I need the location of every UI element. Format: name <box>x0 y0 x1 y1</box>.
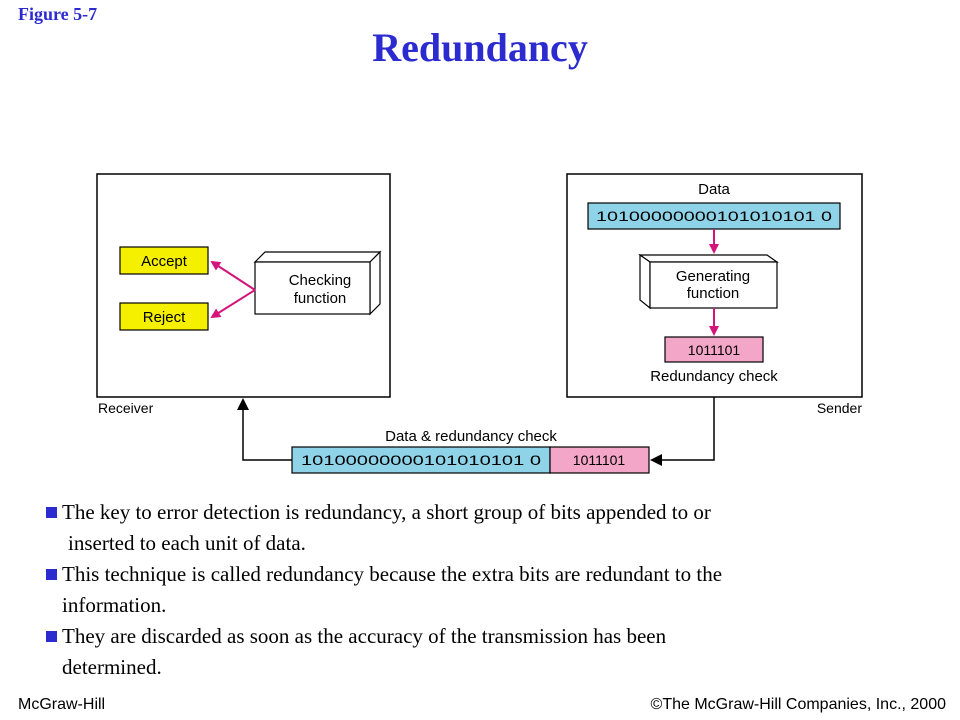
sender-label: Sender <box>817 400 862 416</box>
redundancy-diagram: Receiver Accept Reject Checking function… <box>96 173 863 474</box>
bullet-text: They are discarded as soon as the accura… <box>62 624 667 648</box>
bullet-text: The key to error detection is redundancy… <box>62 500 711 524</box>
sender-redundancy-bits: 1011101 <box>688 342 741 358</box>
checking-function-label-2: function <box>294 290 347 307</box>
bullet-square-icon <box>46 631 57 642</box>
generating-function-box <box>638 253 779 310</box>
reject-box <box>119 302 209 331</box>
bullet-item: This technique is called redundancy beca… <box>46 559 926 621</box>
bullet-item: The key to error detection is redundancy… <box>46 497 926 559</box>
reject-label: Reject <box>143 309 186 326</box>
generating-function-label-1: Generating <box>676 268 750 285</box>
arrow-transmission-to-receiver <box>237 398 292 461</box>
arrow-to-reject <box>210 289 256 319</box>
bullet-square-icon <box>46 507 57 518</box>
bullet-text: This technique is called redundancy beca… <box>62 562 723 586</box>
bullet-text-continued: information. <box>62 593 167 617</box>
transmission-redundancy-bits-box <box>549 446 650 474</box>
page-title: Redundancy <box>372 25 588 70</box>
sender-redundancy-bits-box <box>664 336 764 363</box>
footer-publisher: McGraw-Hill <box>18 696 106 713</box>
bullet-list: The key to error detection is redundancy… <box>46 497 926 683</box>
bullet-text-continued: determined. <box>62 655 162 679</box>
arrow-to-accept <box>210 260 256 291</box>
bullet-text-continued: inserted to each unit of data. <box>68 531 306 555</box>
transmission-label: Data & redundancy check <box>385 428 557 445</box>
bullet-item: They are discarded as soon as the accura… <box>46 621 926 683</box>
bullet-square-icon <box>46 569 57 580</box>
generating-function-label-2: function <box>687 285 740 302</box>
accept-label: Accept <box>141 253 188 270</box>
redundancy-check-label: Redundancy check <box>650 368 778 385</box>
footer-copyright: ©The McGraw-Hill Companies, Inc., 2000 <box>650 696 946 713</box>
figure-label: Figure 5-7 <box>18 4 98 24</box>
data-label: Data <box>698 181 730 198</box>
accept-box <box>119 246 209 275</box>
receiver-label: Receiver <box>98 400 154 416</box>
transmission-data-bits: 10100000000101010101 0 <box>301 452 541 468</box>
checking-function-box <box>253 250 382 316</box>
checking-function-label-1: Checking <box>289 272 352 289</box>
sender-data-bits: 10100000000101010101 0 <box>596 208 832 224</box>
arrow-sender-to-transmission <box>650 397 715 466</box>
transmission-redundancy-bits: 1011101 <box>573 452 626 468</box>
